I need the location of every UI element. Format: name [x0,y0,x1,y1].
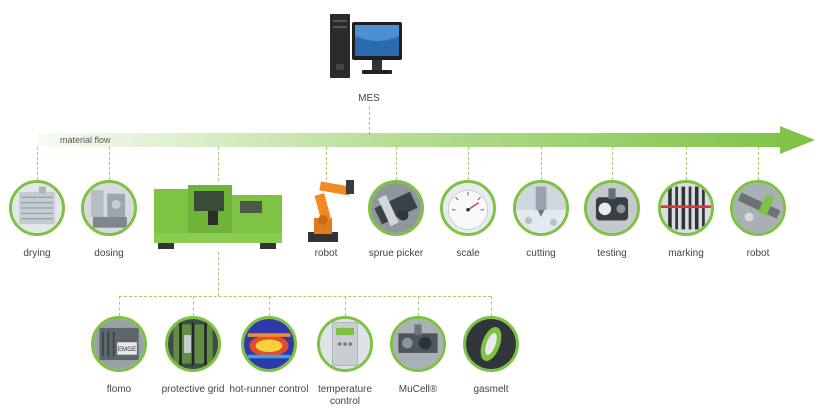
testing-device-icon [584,180,640,236]
step-connector [109,147,110,180]
step-connector [326,147,327,180]
scale-dial-icon [440,180,496,236]
step-connector [612,147,613,180]
laser-marking-icon [658,180,714,236]
option-connector [491,296,492,316]
process-step-label: dosing [94,248,124,259]
process-step-label: sprue picker [368,248,424,259]
option-connector [119,296,120,316]
machine-option-label: hot-runner control [229,384,309,395]
svg-text:EMGE: EMGE [118,346,136,353]
process-step-label: robot [746,248,770,259]
process-step-label: cutting [526,248,556,259]
desktop-computer-icon [330,14,402,78]
dosing-unit-icon [81,180,137,236]
machine-option-label: temperature control [318,384,372,407]
step-connector [468,147,469,180]
step-connector [758,147,759,180]
step-connector [37,147,38,180]
option-connector [345,296,346,316]
flomo-unit-icon: EMGE [91,316,147,372]
gasmelt-nozzle-icon [463,316,519,372]
mes-label: MES [358,93,380,104]
process-step-label: testing [597,248,627,259]
machine-option-label: protective grid [161,384,225,395]
step-connector [541,147,542,180]
machine-option-label: MuCell® [398,384,438,395]
mucell-unit-icon [390,316,446,372]
thermal-image-icon [241,316,297,372]
temperature-control-unit-icon [317,316,373,372]
machine-option-label: flomo [106,384,132,395]
machine-options-bus [119,296,491,297]
machine-option-label: gasmelt [473,384,509,395]
option-connector [418,296,419,316]
process-step-label: robot [314,248,338,259]
step-connector [686,147,687,180]
injection-molding-machine-icon [150,181,286,251]
step-connector [218,147,219,181]
mes-computer [328,12,404,80]
option-connector [269,296,270,316]
machine-options-connector [218,252,219,296]
robot-gripper-icon [730,180,786,236]
process-step-label: marking [668,248,704,259]
mes-connector [369,107,370,135]
step-connector [396,147,397,180]
cutting-tool-icon [513,180,569,236]
process-step-label: scale [456,248,480,259]
dryer-unit-icon [9,180,65,236]
protective-grid-icon [165,316,221,372]
sprue-picker-icon [368,180,424,236]
material-flow-label: material flow [60,135,111,145]
industrial-robot-arm-icon [298,172,358,244]
process-step-label: drying [23,248,51,259]
option-connector [193,296,194,316]
